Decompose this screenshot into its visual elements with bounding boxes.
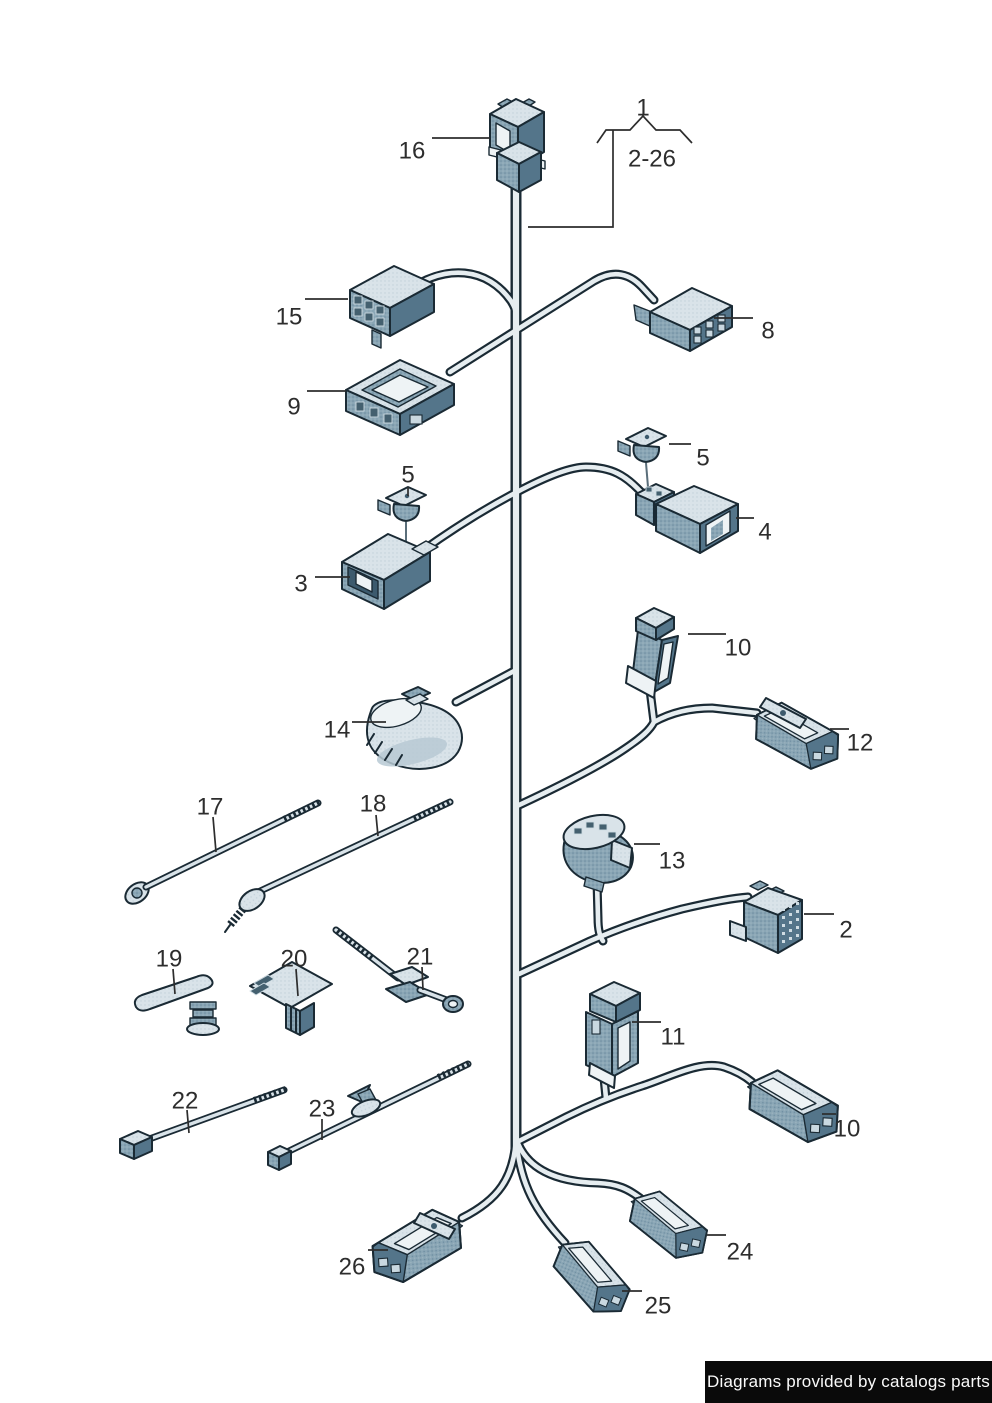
watermark-banner: Diagrams provided by catalogs parts <box>705 1361 992 1403</box>
clip-19 <box>133 974 220 1036</box>
connector-12-lever <box>759 697 807 729</box>
connector-10-upper <box>625 607 679 699</box>
leader-19 <box>172 968 176 995</box>
part-label-16: 16 <box>399 137 426 164</box>
part-label-22: 22 <box>172 1087 199 1114</box>
part-labels: 16 1 2-26 15 8 9 5 4 5 3 10 14 12 17 18 … <box>156 94 874 1319</box>
cable-tie-18 <box>224 798 454 933</box>
connector-4 <box>635 483 739 554</box>
part-label-5-left: 5 <box>401 461 414 488</box>
callout-brace-1 <box>596 114 693 144</box>
part-label-23: 23 <box>309 1095 336 1122</box>
clip-5-left <box>377 486 427 522</box>
part-label-20: 20 <box>281 945 308 972</box>
clip-20 <box>249 961 333 1036</box>
part-label-12: 12 <box>847 729 874 756</box>
connector-14 <box>366 686 463 770</box>
part-label-2: 2 <box>839 916 852 943</box>
cable-tie-22 <box>119 1086 288 1160</box>
clip-5-right <box>617 427 667 463</box>
part-label-18: 18 <box>360 790 387 817</box>
leader-21 <box>421 966 424 991</box>
part-label-19: 19 <box>156 945 183 972</box>
part-label-10-upper: 10 <box>725 634 752 661</box>
part-label-range-2-26: 2-26 <box>628 145 676 172</box>
part-label-3: 3 <box>294 570 307 597</box>
part-label-5-right: 5 <box>696 444 709 471</box>
connector-11 <box>585 981 641 1089</box>
clip-21 <box>332 926 464 1013</box>
part-label-25: 25 <box>645 1292 672 1319</box>
part-label-8: 8 <box>761 317 774 344</box>
part-label-17: 17 <box>197 793 224 820</box>
leader-1 <box>528 130 614 228</box>
connector-9 <box>345 359 455 436</box>
connector-2 <box>729 880 803 954</box>
connector-15 <box>349 265 435 349</box>
leader-lines <box>172 114 849 1292</box>
part-label-21: 21 <box>407 943 434 970</box>
connector-16 <box>488 98 546 193</box>
leader-20 <box>295 968 299 997</box>
part-label-13: 13 <box>659 847 686 874</box>
leader-18 <box>375 814 379 837</box>
link-clip5-to-4 <box>645 462 649 488</box>
part-label-9: 9 <box>287 393 300 420</box>
part-label-26: 26 <box>339 1253 366 1280</box>
leader-17 <box>212 816 217 853</box>
watermark-text: Diagrams provided by catalogs parts <box>707 1372 990 1391</box>
part-label-14: 14 <box>324 716 351 743</box>
cable-tie-23 <box>267 1060 472 1171</box>
connector-26-lever <box>413 1212 456 1240</box>
part-label-15: 15 <box>276 303 303 330</box>
leader-22 <box>186 1109 190 1134</box>
part-label-4: 4 <box>758 518 771 545</box>
part-label-10-lower: 10 <box>834 1115 861 1142</box>
part-label-11: 11 <box>661 1023 686 1050</box>
cable-tie-17 <box>124 799 322 905</box>
connector-13 <box>562 813 634 893</box>
part-label-1: 1 <box>636 94 649 121</box>
part-label-24: 24 <box>727 1238 754 1265</box>
connector-3 <box>341 533 439 610</box>
